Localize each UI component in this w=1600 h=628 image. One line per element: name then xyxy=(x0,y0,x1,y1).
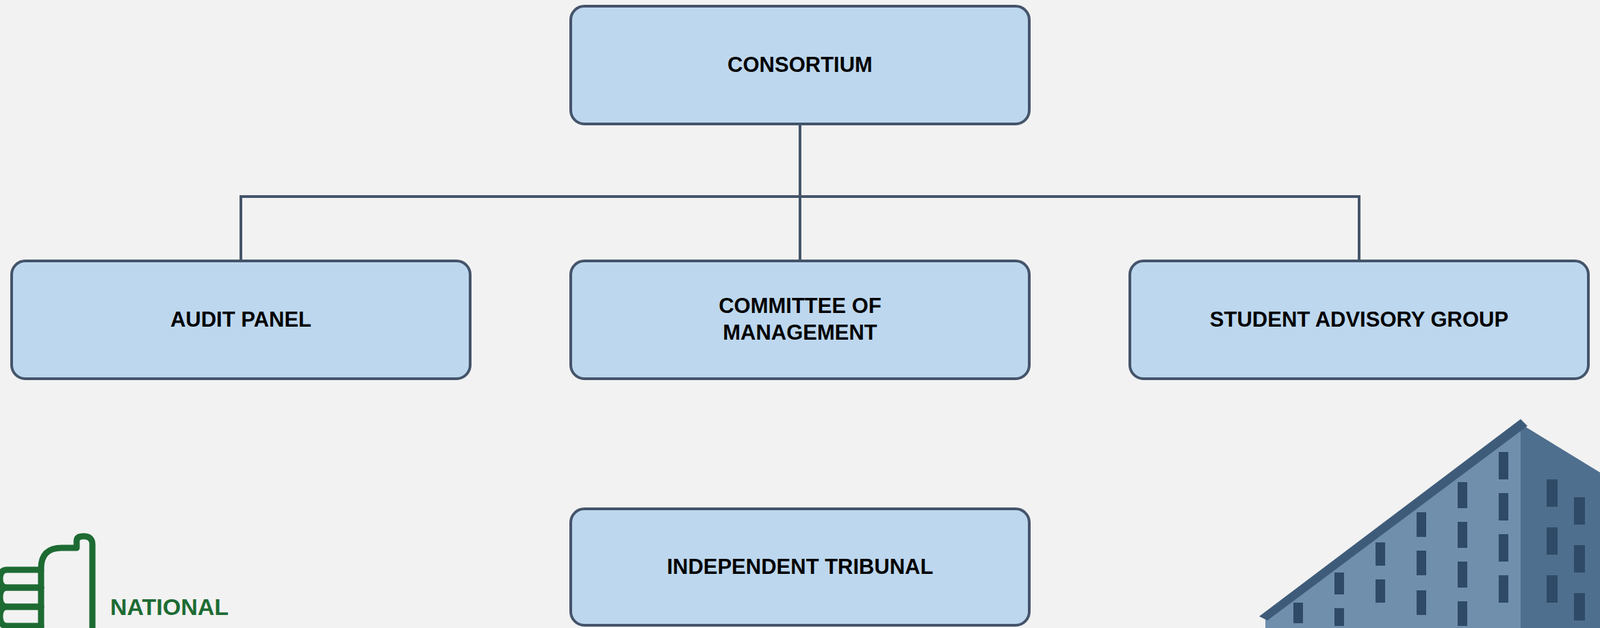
tree-connector xyxy=(240,125,800,260)
box-label: COMMITTEE OF MANAGEMENT xyxy=(676,292,924,347)
logo-text: NATIONAL xyxy=(110,594,229,620)
standalone-box: INDEPENDENT TRIBUNAL xyxy=(569,507,1031,627)
box-label: AUDIT PANEL xyxy=(170,306,312,334)
top-box: CONSORTIUM xyxy=(569,4,1031,126)
child-box: COMMITTEE OF MANAGEMENT xyxy=(569,259,1031,380)
child-box: AUDIT PANEL xyxy=(10,259,472,380)
building-picture xyxy=(1259,418,1600,628)
box-label: CONSORTIUM xyxy=(727,52,873,79)
box-label: INDEPENDENT TRIBUNAL xyxy=(666,553,933,581)
thumbs-up-logo xyxy=(0,535,93,628)
box-label: STUDENT ADVISORY GROUP xyxy=(1209,306,1509,334)
tree-connector xyxy=(800,125,1360,260)
child-box: STUDENT ADVISORY GROUP xyxy=(1128,259,1590,380)
